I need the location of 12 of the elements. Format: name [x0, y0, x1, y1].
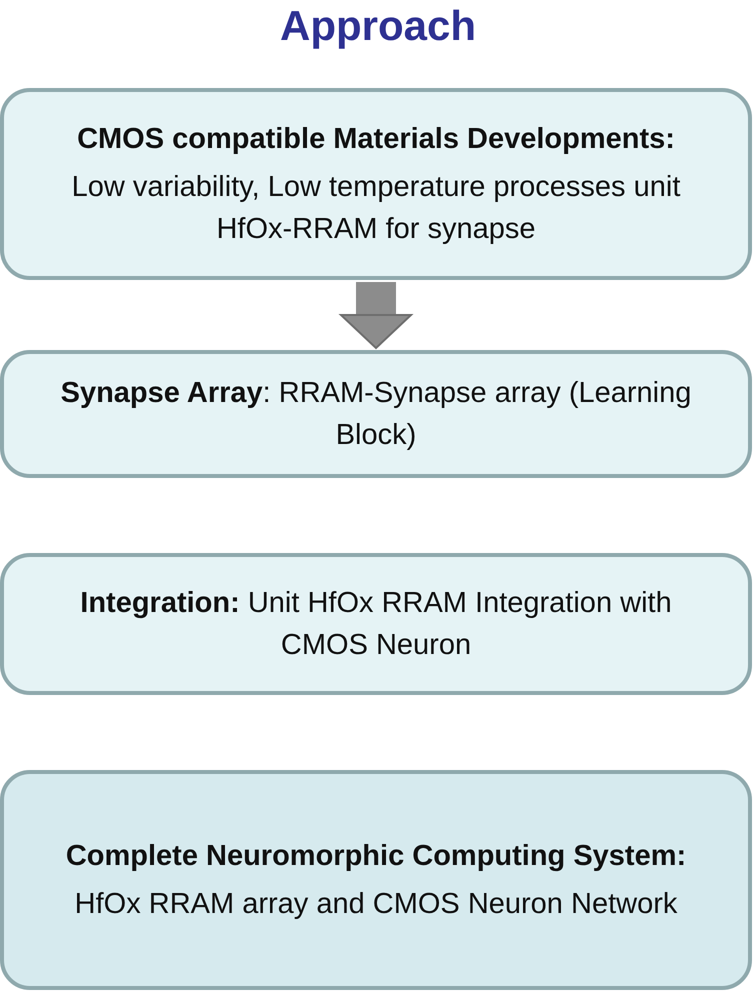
box-heading: CMOS compatible Materials Developments: — [77, 122, 675, 157]
box-text: Synapse Array: RRAM-Synapse array (Learning Block) — [60, 376, 692, 453]
process-box — [0, 770, 752, 990]
box-text: Integration: Unit HfOx RRAM Integration with CMOS Neuron — [79, 586, 673, 663]
process-box — [0, 350, 752, 478]
title: Approach — [278, 2, 477, 50]
process-box — [0, 88, 752, 280]
box-text: HfOx RRAM array and CMOS Neuron Network — [74, 887, 678, 922]
process-box — [0, 553, 752, 695]
box-text: Low variability, Low temperature processes unit HfOx-RRAM for synapse — [70, 170, 682, 247]
arrow — [340, 282, 412, 349]
box-heading: Complete Neuromorphic Computing System: — [66, 839, 686, 874]
